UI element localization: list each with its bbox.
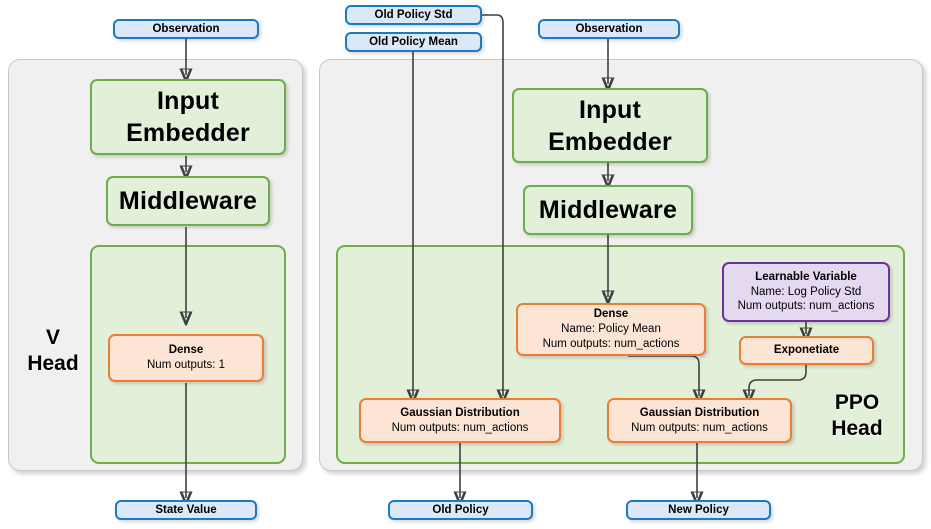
ppo-head-dense-num-outputs: Num outputs: num_actions	[542, 337, 680, 350]
input-observation-right[interactable]: Observation	[538, 19, 680, 39]
gaussian-old-num-outputs: Num outputs: num_actions	[391, 421, 529, 434]
output-old-policy[interactable]: Old Policy	[388, 500, 533, 520]
learnable-variable-name: Name: Log Policy Std	[750, 285, 862, 298]
ppo-head-input-embedder-label: Input Embedder	[548, 95, 672, 156]
input-old-policy-mean-label: Old Policy Mean	[369, 35, 458, 48]
ppo-head-input-embedder[interactable]: Input Embedder	[512, 88, 708, 163]
v-head-dense-num-outputs: Num outputs: 1	[147, 359, 225, 371]
learnable-variable-num-outputs: Num outputs: num_actions	[737, 300, 875, 313]
v-head-input-embedder[interactable]: Input Embedder	[90, 79, 286, 155]
ppo-head-dense-name: Name: Policy Mean	[561, 323, 661, 336]
input-old-policy-std[interactable]: Old Policy Std	[345, 5, 482, 25]
gaussian-old-title: Gaussian Distribution	[400, 406, 520, 419]
input-old-policy-std-label: Old Policy Std	[374, 8, 453, 21]
ppo-head-dense-title: Dense	[593, 308, 629, 321]
v-head-label-line2: Head	[27, 352, 79, 376]
output-new-policy-label: New Policy	[668, 503, 729, 516]
ppo-head-label-line2: Head	[831, 417, 883, 441]
v-head-input-embedder-label: Input Embedder	[126, 87, 250, 147]
ppo-head-label-line1: PPO	[834, 391, 880, 414]
v-head-middleware-label: Middleware	[118, 187, 258, 215]
output-old-policy-label: Old Policy	[432, 503, 489, 516]
ppo-head-learnable-variable[interactable]: Learnable Variable Name: Log Policy Std …	[722, 262, 890, 322]
input-observation-right-label: Observation	[575, 22, 643, 35]
v-head-label-line1: V	[45, 326, 60, 349]
input-observation-left-label: Observation	[152, 22, 220, 35]
ppo-head-label: PPO Head	[812, 390, 902, 443]
output-state-value[interactable]: State Value	[115, 500, 257, 520]
v-head-middleware[interactable]: Middleware	[106, 176, 270, 226]
v-head-dense[interactable]: Dense Num outputs: 1	[108, 334, 264, 382]
v-head-label: V Head	[16, 325, 90, 378]
ppo-head-gaussian-old[interactable]: Gaussian Distribution Num outputs: num_a…	[359, 398, 561, 443]
input-old-policy-mean[interactable]: Old Policy Mean	[345, 32, 482, 52]
ppo-head-middleware-label: Middleware	[538, 196, 678, 224]
output-new-policy[interactable]: New Policy	[626, 500, 771, 520]
ppo-head-exponentiate-label: Exponetiate	[773, 344, 840, 357]
output-state-value-label: State Value	[155, 503, 217, 516]
ppo-head-dense-policy-mean[interactable]: Dense Name: Policy Mean Num outputs: num…	[516, 303, 706, 356]
ppo-head-middleware[interactable]: Middleware	[523, 185, 693, 235]
gaussian-new-title: Gaussian Distribution	[639, 406, 760, 419]
learnable-variable-title: Learnable Variable	[755, 270, 857, 283]
input-observation-left[interactable]: Observation	[113, 19, 259, 39]
v-head-dense-title: Dense	[168, 344, 204, 357]
ppo-head-gaussian-new[interactable]: Gaussian Distribution Num outputs: num_a…	[607, 398, 792, 443]
ppo-head-exponentiate[interactable]: Exponetiate	[739, 336, 874, 365]
gaussian-new-num-outputs: Num outputs: num_actions	[631, 421, 768, 434]
